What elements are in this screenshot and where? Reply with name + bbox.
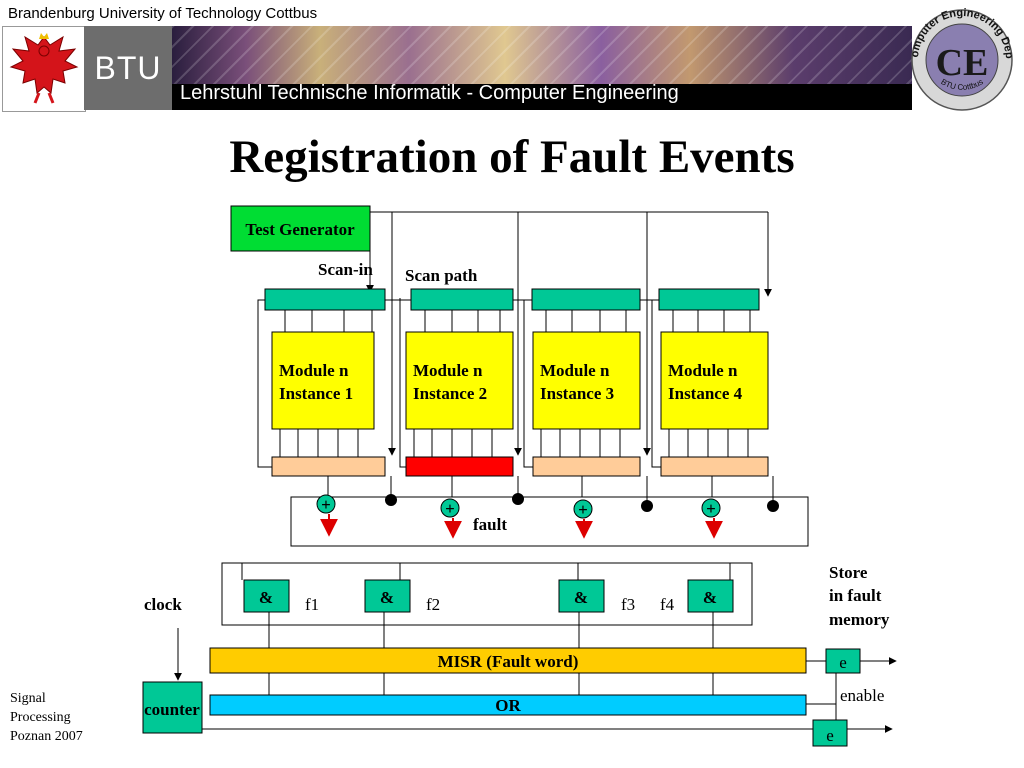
signal-f1: f1 [305,595,319,614]
enable-label: enable [840,686,884,705]
scan-loop-3 [523,299,533,468]
chair-name: Lehrstuhl Technische Informatik - Comput… [180,82,679,104]
enable-box-misr-label: e [839,653,847,672]
and-gate-4 [687,579,734,613]
module-1-line1: Module n [279,361,349,380]
scan-path-label: Scan path [405,266,478,285]
and-gate-1 [243,579,290,613]
scan-register-3 [531,288,641,311]
output-register-1 [271,456,386,477]
or-gate-bar [209,694,807,716]
enable-box-counter [812,719,848,747]
store-label-1: Store [829,563,868,582]
or-label: OR [495,696,521,715]
module-instance-1 [271,331,375,430]
module-instance-3 [532,331,641,430]
output-register-4 [660,456,769,477]
module-4-line2: Instance 4 [668,384,743,403]
footer-line-1: Signal [10,691,46,706]
xor-2 [440,498,460,518]
module-instance-2 [405,331,514,430]
signal-f4: f4 [660,595,675,614]
junction-dot-4 [767,500,779,512]
xor-2-symbol: + [445,499,455,518]
scan-loop-1 [257,299,272,468]
counter-label: counter [144,700,200,719]
test-generator-box [230,205,371,252]
junction-dot-3 [641,500,653,512]
module-3-line1: Module n [540,361,610,380]
module-to-output-wires [279,429,749,457]
scan-to-module-wires [284,310,751,332]
xor-1 [316,494,336,514]
fault-label: fault [473,515,507,534]
misr-register [209,647,807,674]
chip-photo-banner [172,26,912,84]
output-register-3 [532,456,641,477]
scan-register-2 [410,288,514,311]
footer-line-3: Poznan 2007 [10,729,83,744]
output-taps [327,476,713,497]
store-label-2: in fault [829,586,882,605]
reference-taps [390,476,774,504]
gate-frame [221,562,753,626]
and-gate-2 [364,579,411,613]
scan-register-4 [658,288,760,311]
or-to-enable-wire [806,673,837,705]
misr-label: MISR (Fault word) [438,652,579,671]
scan-loop-2 [399,299,411,468]
footer-line-2: Processing [10,710,71,725]
module-4-line1: Module n [668,361,738,380]
ce-initials: CE [936,42,989,84]
scan-register-1 [264,288,386,311]
and-gate-1-symbol: & [259,588,273,607]
scan-in-label: Scan-in [318,260,373,279]
xor-4 [701,498,721,518]
xor-1-symbol: + [321,495,331,514]
xor-3 [573,499,593,519]
clock-label: clock [144,595,182,614]
and-gate-3-symbol: & [574,588,588,607]
computer-engineering-logo: CE Computer Engineering Dept. BTU Cottbu… [902,0,1018,112]
xor-comparators: + + + + [316,494,721,519]
gate-feed-wires [241,563,731,580]
signal-f3: f3 [621,595,635,614]
compare-loop [290,496,809,547]
slide-title: Registration of Fault Events [229,131,795,183]
module-1-line2: Instance 1 [279,384,353,403]
scan-loop-4 [651,299,662,468]
junction-dot-1 [385,494,397,506]
output-register-2-faulty [405,456,514,477]
footer-note: Signal Processing Poznan 2007 [10,689,83,746]
counter-box [142,681,203,734]
signal-f2: f2 [426,595,440,614]
enable-box-misr [825,648,861,674]
module-2-line2: Instance 2 [413,384,487,403]
store-label-3: memory [829,610,890,629]
xor-4-symbol: + [706,499,716,518]
and-gate-3 [558,579,605,613]
enable-box-counter-label: e [826,726,834,745]
university-name: Brandenburg University of Technology Cot… [8,5,318,22]
junction-dot-2 [512,493,524,505]
module-2-line1: Module n [413,361,483,380]
and-gate-4-symbol: & [703,588,717,607]
test-generator-label: Test Generator [245,220,355,239]
module-3-line2: Instance 3 [540,384,614,403]
header-banner: BTU Lehrstuhl Technische Informatik - Co… [0,0,1024,112]
module-instance-4 [660,331,769,430]
xor-3-symbol: + [578,500,588,519]
and-gate-2-symbol: & [380,588,394,607]
btu-logo: BTU [84,26,172,110]
ce-ring-text-lower: BTU Cottbus [939,77,984,92]
